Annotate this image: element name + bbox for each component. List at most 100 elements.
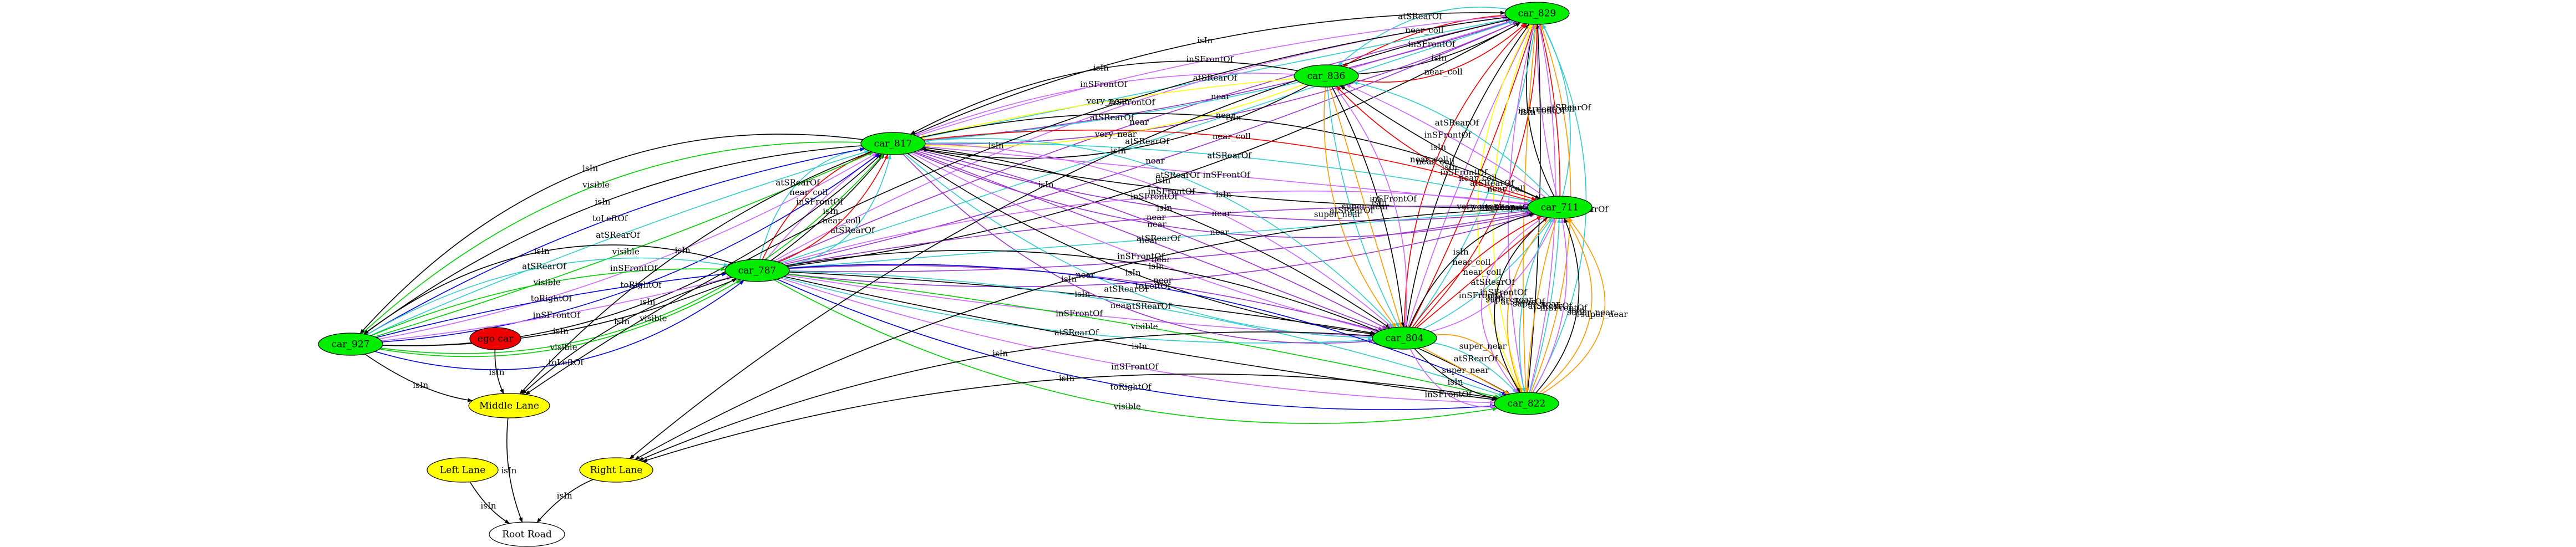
- edge-label: very_near: [1472, 202, 1514, 212]
- edge-car_787-to-car_711: [785, 205, 1528, 266]
- edge-car_804-to-car_829: [1404, 23, 1528, 328]
- edge-label: near: [1210, 227, 1229, 237]
- edge-label: super_near: [1485, 295, 1533, 305]
- edge-label: near: [1153, 275, 1173, 285]
- edge-label: near_coll: [823, 216, 861, 226]
- edge-label: toRightOf: [620, 280, 662, 290]
- node-root-road: Root Road: [489, 522, 565, 547]
- edge-label: isIn: [1442, 162, 1457, 172]
- node-label: Middle Lane: [479, 401, 539, 412]
- edge-right_lane-to-root_road: [536, 479, 594, 523]
- edge-car_787-to-car_927: [363, 244, 733, 335]
- edge-car_817-to-car_829: [912, 11, 1505, 136]
- edge-label: very_near: [1094, 129, 1137, 139]
- node-shape: [1372, 326, 1437, 350]
- edge-car_711-to-car_836: [1345, 84, 1546, 198]
- edge-car_804-to-car_711: [1422, 217, 1553, 330]
- edge-car_711-to-car_829: [1535, 24, 1558, 197]
- edge-label: atSRearOf: [775, 178, 820, 188]
- edge-label: inSFrontOf: [1130, 192, 1178, 202]
- edge-car_927-to-car_817: [370, 150, 870, 336]
- edge-car_836-to-car_817: [910, 60, 1298, 135]
- edge-label: toLeftOf: [592, 213, 628, 223]
- edge-car_804-to-car_829: [1414, 24, 1539, 328]
- edge-car_711-to-car_822: [1525, 218, 1557, 393]
- edge-car_836-to-car_817: [919, 78, 1295, 139]
- edge-car_804-to-car_822: [1414, 348, 1498, 400]
- node-car-711: car_711: [1527, 196, 1593, 219]
- edge-car_836-to-car_817: [914, 73, 1295, 136]
- edge-label: isIn: [1059, 374, 1074, 384]
- edge-label: isIn: [614, 316, 630, 326]
- edge-car_804-to-car_711: [1412, 216, 1542, 328]
- edge-label: super_near: [1314, 209, 1362, 219]
- edge-label: atSRearOf: [1330, 205, 1375, 215]
- edge-car_787-to-car_822: [774, 279, 1498, 424]
- edge-label: inSFrontOf: [1424, 130, 1472, 140]
- edge-label: near_coll: [1410, 155, 1448, 165]
- node-shape: [1494, 392, 1559, 415]
- edge-car_804-to-car_822: [1409, 349, 1497, 409]
- edge-label: near: [1152, 254, 1171, 264]
- edge-car_804-to-car_711: [1430, 217, 1556, 332]
- edge-car_711-to-car_822: [1494, 217, 1548, 393]
- edge-car_711-to-car_836: [1336, 86, 1533, 202]
- edge-car_787-to-car_817: [778, 154, 889, 263]
- edge-label: isIn: [1155, 175, 1170, 185]
- edge-car_817-to-car_829: [924, 20, 1514, 141]
- edge-label: atSRearOf: [1054, 328, 1099, 338]
- edge-label: inSFrontOf: [610, 263, 658, 273]
- edge-car_836-to-car_829: [1356, 23, 1526, 83]
- edge-car_836-to-car_817: [924, 81, 1300, 143]
- edge-car_804-to-car_822: [1422, 347, 1510, 395]
- edge-car_787-to-car_817: [785, 154, 891, 266]
- edge-label: visible: [1113, 402, 1141, 412]
- edge-car_836-to-car_804: [1324, 86, 1397, 328]
- edge-label: atSRearOf: [1127, 301, 1172, 311]
- edge-label: isIn: [1197, 35, 1213, 45]
- edge-label: inSFrontOf: [1117, 252, 1165, 262]
- edge-car_822-to-car_711: [1529, 218, 1561, 393]
- edge-left_lane-to-root_road: [469, 482, 510, 524]
- edge-car_822-to-right_lane: [642, 374, 1498, 462]
- edge-label: visible: [612, 247, 640, 257]
- node-label: car_711: [1541, 202, 1579, 213]
- edge-label: isIn: [1149, 261, 1164, 271]
- edge-car_927-to-car_817: [382, 154, 883, 346]
- edge-label: atSRearOf: [1501, 296, 1546, 306]
- edge-label: near: [1110, 300, 1130, 310]
- node-right-lane: Right Lane: [579, 457, 653, 483]
- edge-label: atSRearOf: [1454, 354, 1499, 364]
- edge-label: near_coll: [789, 187, 828, 197]
- edge-car_927-to-car_817: [379, 152, 878, 340]
- edge-label: isIn: [992, 348, 1008, 358]
- edge-label: near: [1147, 212, 1166, 222]
- edge-label: near_coll: [1424, 67, 1463, 77]
- edge-label: atSRearOf: [1398, 11, 1443, 21]
- edge-car_787-to-car_711: [788, 208, 1529, 269]
- node-car-822: car_822: [1494, 392, 1559, 415]
- edge-label: isIn: [553, 326, 569, 336]
- edge-car_787-to-car_829: [787, 22, 1521, 267]
- edge-label: atSRearOf: [1435, 117, 1480, 127]
- edges-layer: [359, 6, 1606, 524]
- edge-label: isIn: [1488, 293, 1503, 303]
- edge-label: isIn: [1132, 341, 1147, 351]
- node-ego-car: ego car: [469, 327, 521, 350]
- edge-label: near: [1215, 110, 1235, 120]
- edge-label: inSFrontOf: [796, 197, 844, 207]
- edge-car_817-to-car_711: [923, 129, 1537, 201]
- edge-label: toRightOf: [531, 294, 573, 304]
- edge-car_787-to-car_822: [777, 278, 1496, 410]
- edge-label: inSFrontOf: [1540, 303, 1588, 313]
- edge-label: inSFrontOf: [533, 310, 581, 320]
- edge-label: near: [1211, 91, 1230, 101]
- edge-car_787-to-car_711: [782, 190, 1530, 264]
- edge-label: inSFrontOf: [1459, 290, 1507, 300]
- edge-car_787-to-car_822: [784, 276, 1497, 401]
- edge-car_817-to-car_804: [907, 153, 1375, 336]
- node-middle-lane: Middle Lane: [468, 393, 550, 418]
- edge-car_787-to-car_711: [787, 213, 1535, 288]
- edge-label: inSFrontOf: [1148, 186, 1196, 196]
- node-label: car_804: [1386, 333, 1424, 344]
